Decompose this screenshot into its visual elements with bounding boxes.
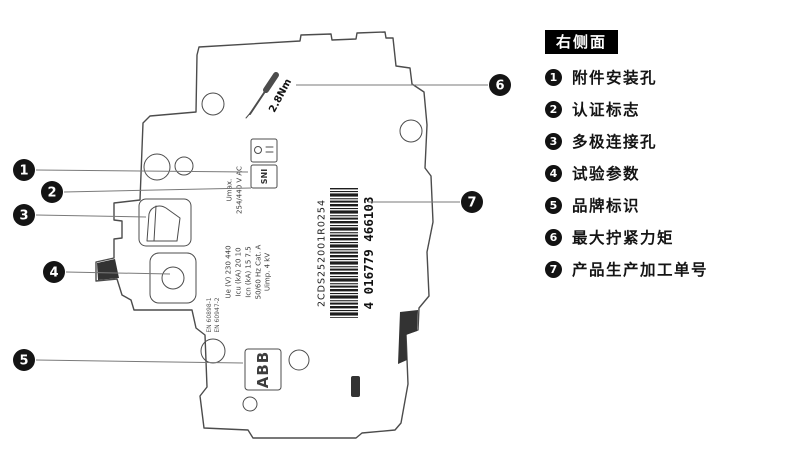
umax-label: Umax. — [226, 179, 234, 202]
legend-label-5: 品牌标识 — [572, 197, 641, 215]
legend-num-4: 4 — [545, 164, 562, 182]
production-code-block: 2CDS252001R0254 4 016779 466103 — [317, 188, 376, 318]
legend-num-3: 3 — [545, 132, 562, 150]
accessory-hole-large — [143, 153, 171, 181]
svg-text:2: 2 — [47, 186, 56, 201]
legend-item-5: 5 品牌标识 — [545, 194, 795, 216]
spec-icu: Icu (kA) 20 10 — [235, 247, 243, 296]
callout-marker-7: 7 — [461, 191, 483, 213]
svg-text:4: 4 — [49, 266, 58, 281]
svg-text:3: 3 — [19, 209, 28, 224]
torque-marking: 2.8Nm — [245, 72, 294, 119]
svg-text:7: 7 — [467, 196, 476, 211]
callout-marker-2: 2 — [41, 181, 63, 203]
legend-num-5: 5 — [545, 196, 562, 214]
screwdriver-tip — [245, 110, 253, 119]
top-left-hole — [201, 92, 225, 116]
legend-item-6: 6 最大拧紧力矩 — [545, 226, 795, 248]
callout-marker-4: 4 — [43, 261, 65, 283]
svg-text:5: 5 — [19, 354, 28, 369]
cert-symbol — [254, 146, 262, 154]
legend-list: 1 附件安装孔 2 认证标志 3 多极连接孔 4 试验参数 5 品牌标识 6 最… — [545, 66, 795, 280]
breaker-outline — [95, 31, 434, 439]
barcode — [330, 188, 358, 318]
callout-marker-6: 6 — [489, 74, 511, 96]
spec-icn: Icn (kA) 15 7.5 — [245, 246, 253, 297]
legend-label-3: 多极连接孔 — [572, 133, 658, 151]
cert-mark-label: SNI — [260, 169, 269, 184]
top-right-hole — [399, 119, 423, 143]
brand-logo-text: ABB — [254, 351, 272, 388]
multipole-connection-hole — [138, 198, 192, 247]
umax-value: 254/440 V AC — [236, 166, 244, 214]
accessory-hole-small — [174, 156, 194, 176]
svg-text:1: 1 — [19, 164, 28, 179]
rail-release-clip — [398, 310, 418, 364]
legend-num-1: 1 — [545, 68, 562, 86]
callout-marker-3: 3 — [13, 204, 35, 226]
legend-item-7: 7 产品生产加工单号 — [545, 258, 795, 280]
din-clip-tooth — [97, 259, 119, 280]
legend-label-7: 产品生产加工单号 — [572, 261, 709, 279]
bottom-slot — [351, 376, 360, 397]
legend-label-4: 试验参数 — [572, 165, 641, 183]
legend-label-1: 附件安装孔 — [572, 69, 658, 87]
legend-num-7: 7 — [545, 260, 562, 278]
legend-item-3: 3 多极连接孔 — [545, 130, 795, 152]
callout-lines — [35, 84, 488, 364]
certification-marks: SNI — [250, 138, 278, 189]
legend-label-6: 最大拧紧力矩 — [572, 229, 675, 247]
screwdriver-icon — [249, 89, 267, 115]
spec-standard-1: EN 60898-1 — [206, 297, 213, 332]
screwdriver-handle — [263, 72, 279, 93]
spec-uimp: Uimp. 4 kV — [264, 253, 272, 292]
spec-freq: 50/60 Hz Cat. A — [255, 244, 263, 299]
brand-logo: ABB — [244, 348, 282, 391]
legend-item-2: 2 认证标志 — [545, 98, 795, 120]
callout-marker-1: 1 — [13, 159, 35, 181]
lower-center-hole — [288, 349, 310, 371]
product-code: 2CDS252001R0254 — [317, 199, 328, 307]
legend-label-2: 认证标志 — [572, 101, 641, 119]
legend-num-6: 6 — [545, 228, 562, 246]
mounting-holes — [143, 92, 423, 412]
recess-outline — [149, 252, 197, 304]
cert-box-1 — [250, 138, 278, 163]
legend: 右侧面 1 附件安装孔 2 认证标志 3 多极连接孔 4 试验参数 5 品牌标识 — [545, 30, 795, 290]
center-left-hole — [161, 266, 185, 290]
breaker-side-view-drawing: 2.8Nm SNI Umax. 254/440 V AC Ue (V) 230 … — [13, 31, 511, 439]
test-parameters-text: Umax. 254/440 V AC Ue (V) 230 440 Icu (k… — [206, 166, 272, 333]
callout-marker-5: 5 — [13, 349, 35, 371]
lower-left-hole — [200, 338, 226, 364]
barcode-number: 4 016779 466103 — [361, 197, 376, 310]
bottom-hole — [242, 396, 258, 412]
cert-box-2 — [250, 164, 278, 189]
legend-item-4: 4 试验参数 — [545, 162, 795, 184]
spec-standard-2: EN 60947-2 — [214, 297, 221, 332]
spec-ue: Ue (V) 230 440 — [225, 245, 233, 298]
legend-title: 右侧面 — [545, 30, 619, 54]
svg-text:6: 6 — [495, 79, 504, 94]
legend-item-1: 1 附件安装孔 — [545, 66, 795, 88]
legend-num-2: 2 — [545, 100, 562, 118]
